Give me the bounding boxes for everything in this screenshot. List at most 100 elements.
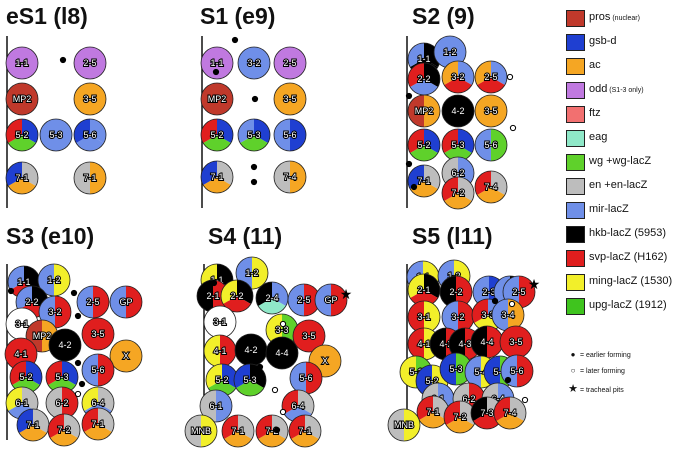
neuroblast-cell: 5-3 xyxy=(233,363,267,397)
neuroblast-cell: 5-3 xyxy=(39,118,73,152)
earlier-forming-dot xyxy=(243,290,251,298)
neuroblast-cell: GP xyxy=(109,285,143,319)
neuroblast-cell: 3-2 xyxy=(441,300,475,334)
legend-swatch xyxy=(566,202,585,219)
key-item: ● = earlier forming xyxy=(568,350,631,359)
neuroblast-label: 1-1 xyxy=(17,277,30,287)
neuroblast-cell: 7-1 xyxy=(221,414,255,448)
neuroblast-cell: 5-2 xyxy=(200,118,234,152)
legend-label: svp-lacZ (H162) xyxy=(589,251,668,263)
neuroblast-cell: GP xyxy=(314,283,348,317)
neuroblast-label: 3-1 xyxy=(15,319,28,329)
legend-label: pros xyxy=(589,11,611,23)
earlier-forming-dot xyxy=(491,297,499,305)
neuroblast-label: 6-1 xyxy=(15,398,28,408)
earlier-forming-dot xyxy=(504,376,512,384)
neuroblast-cell: 2-2 xyxy=(439,275,473,309)
neuroblast-cell: 7-2 xyxy=(255,414,289,448)
legend-label: gsb-d xyxy=(589,35,617,47)
neuroblast-label: 7-1 xyxy=(417,176,430,186)
legend-swatch xyxy=(566,106,585,123)
neuroblast-label: 6-4 xyxy=(91,398,104,408)
panel-title-s4: S4 (11) xyxy=(208,223,283,249)
earlier-forming-dot xyxy=(250,178,258,186)
later-forming-dot xyxy=(74,390,82,398)
earlier-forming-dot xyxy=(70,289,78,297)
neuroblast-cell: 4-4 xyxy=(470,325,504,359)
later-forming-dot xyxy=(279,320,287,328)
neuroblast-label: GP xyxy=(119,297,132,307)
neuroblast-label: 5-3 xyxy=(247,130,260,140)
earlier-forming-dot xyxy=(231,36,239,44)
neuroblast-label: 2-2 xyxy=(417,74,430,84)
neuroblast-cell: 7-2 xyxy=(441,176,475,210)
neuroblast-label: 5-6 xyxy=(283,130,296,140)
neuroblast-label: 4-1 xyxy=(417,339,430,349)
legend-note: (S1-3 only) xyxy=(607,87,644,94)
neuroblast-cell: X xyxy=(109,339,143,373)
neuroblast-label: 7-1 xyxy=(210,172,223,182)
neuroblast-label: 1-1 xyxy=(15,58,28,68)
neuroblast-cell: 6-4 xyxy=(281,389,315,423)
later-forming-dot xyxy=(509,124,517,132)
neuroblast-label: 3-5 xyxy=(283,94,296,104)
legend-swatch xyxy=(566,274,585,291)
legend-swatch xyxy=(566,226,585,243)
panel-title-s1: S1 (e9) xyxy=(200,3,276,29)
neuroblast-label: 6-2 xyxy=(451,168,464,178)
earlier-forming-dot xyxy=(210,279,218,287)
legend-note: (nuclear) xyxy=(610,15,640,22)
panel-title-es1: eS1 (l8) xyxy=(6,3,88,29)
later-forming-dot xyxy=(506,73,514,81)
earlier-forming-dot xyxy=(405,92,413,100)
neuroblast-label: 3-5 xyxy=(484,106,497,116)
legend-label: eag xyxy=(589,131,608,143)
neuroblast-label: 4-3 xyxy=(458,339,471,349)
legend-swatch xyxy=(566,130,585,147)
neuroblast-label: 2-5 xyxy=(83,58,96,68)
key-item: ○ = later forming xyxy=(568,366,625,375)
neuroblast-label: GP xyxy=(324,295,337,305)
neuroblast-label: X xyxy=(322,356,328,366)
key-item: ★ = tracheal pits xyxy=(568,382,624,395)
neuroblast-cell: 7-1 xyxy=(407,164,441,198)
neuroblast-label: 5-6 xyxy=(91,365,104,375)
neuroblast-cell: 7-1 xyxy=(16,408,50,442)
neuroblast-cell: 5-3 xyxy=(237,118,271,152)
later-forming-dot xyxy=(508,300,516,308)
neuroblast-cell: 5-6 xyxy=(73,118,107,152)
neuroblast-label: 5-6 xyxy=(484,140,497,150)
legend-swatch xyxy=(566,34,585,51)
neuroblast-label: 7-1 xyxy=(15,173,28,183)
neuroblast-cell: 7-2 xyxy=(47,413,81,447)
later-forming-dot xyxy=(279,408,287,416)
panel-title-s5: S5 (l11) xyxy=(412,223,493,249)
neuroblast-label: 4-2 xyxy=(58,340,71,350)
legend-label: ftz xyxy=(589,107,601,119)
neuroblast-cell: 4-1 xyxy=(203,334,237,368)
neuroblast-label: 5-3 xyxy=(49,130,62,140)
key-text: = later forming xyxy=(578,368,625,375)
earlier-forming-dot xyxy=(59,56,67,64)
neuroblast-cell: 2-4 xyxy=(255,281,289,315)
neuroblast-label: 7-2 xyxy=(451,188,464,198)
legend-label: en +en-lacZ xyxy=(589,179,648,191)
later-forming-dot xyxy=(521,396,529,404)
panel-title-s2: S2 (9) xyxy=(412,3,475,29)
neuroblast-label: 6-1 xyxy=(209,401,222,411)
neuroblast-label: 5-6 xyxy=(299,373,312,383)
legend-swatch xyxy=(566,250,585,267)
neuroblast-label: 4-2 xyxy=(244,345,257,355)
neuroblast-label: 3-3 xyxy=(481,310,494,320)
tracheal-pit-star: ★ xyxy=(340,287,353,303)
neuroblast-cell: 4-4 xyxy=(265,336,299,370)
neuroblast-cell: 1-2 xyxy=(433,35,467,69)
neuroblast-cell: 3-5 xyxy=(292,319,326,353)
neuroblast-cell: 7-1 xyxy=(73,161,107,195)
forming-markers: ★★ xyxy=(7,36,540,434)
earlier-forming-dot xyxy=(78,380,86,388)
earlier-forming-dot xyxy=(251,95,259,103)
neuroblast-label: 7-3 xyxy=(480,408,493,418)
legend-swatch xyxy=(566,58,585,75)
key-symbol: ★ xyxy=(568,383,578,395)
